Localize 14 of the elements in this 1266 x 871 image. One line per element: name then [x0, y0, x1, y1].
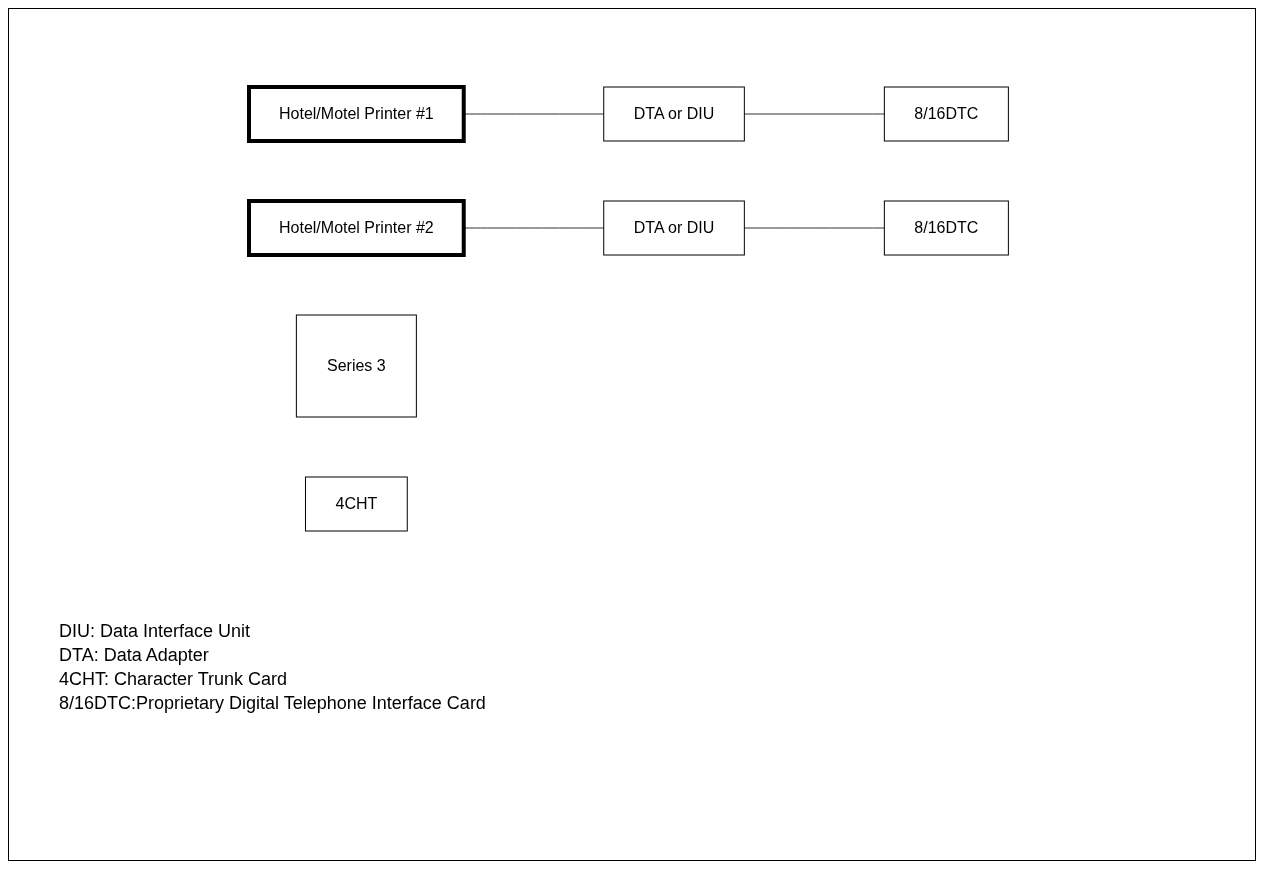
node-box: 8/16DTC [884, 86, 1010, 142]
abbreviation-note: DIU: Data Interface Unit [59, 620, 252, 643]
node-box: Hotel/Motel Printer #2 [247, 199, 467, 257]
node-box: 4CHT [305, 476, 409, 532]
abbreviation-note: DTA: Data Adapter [59, 644, 210, 667]
node-box: 8/16DTC [884, 200, 1010, 256]
node-box: Hotel/Motel Printer #1 [247, 85, 467, 143]
abbreviation-note: 4CHT: Character Trunk Card [59, 668, 289, 691]
node-box: DTA or DIU [603, 200, 746, 256]
abbreviation-note: 8/16DTC:Proprietary Digital Telephone Interface Card [59, 692, 486, 715]
node-box: Series 3 [296, 314, 418, 418]
node-box: DTA or DIU [603, 86, 746, 142]
connector [744, 113, 886, 115]
connector [744, 227, 886, 229]
